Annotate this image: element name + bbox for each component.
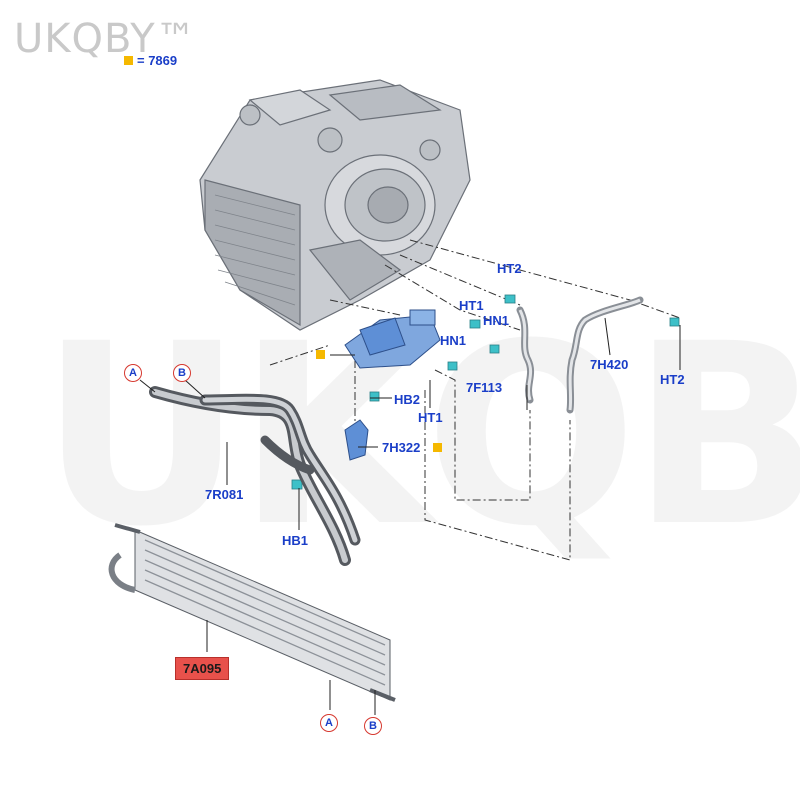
legend-text: = 7869	[137, 53, 178, 68]
label-hn1-mid: HN1	[440, 333, 467, 348]
label-7h420: 7H420	[590, 357, 629, 372]
label-7f113: 7F113	[466, 380, 503, 395]
callout-a-top: A	[124, 364, 142, 382]
label-hb1: HB1	[282, 533, 309, 548]
callout-a-bottom: A	[320, 714, 338, 732]
cooler-7a095	[108, 523, 396, 702]
fittings	[291, 294, 680, 490]
label-7a095: 7A095	[175, 657, 230, 680]
tube-7h420	[566, 296, 644, 414]
marker-housing	[316, 350, 325, 359]
callout-b-top: B	[173, 364, 191, 382]
bracket-7h322	[344, 419, 369, 461]
valve-housing	[344, 309, 441, 369]
label-ht1-top: HT1	[459, 298, 484, 313]
watermark-corner: UKQBY™	[14, 16, 197, 62]
callout-b-bottom: B	[364, 717, 382, 735]
transmission-assembly	[199, 79, 471, 331]
legend-marker	[124, 56, 133, 65]
label-leaders	[139, 317, 681, 715]
label-ht2-top: HT2	[497, 261, 522, 276]
hose-7r081	[149, 386, 361, 566]
legend: = 7869	[124, 53, 177, 68]
label-ht2-right: HT2	[660, 372, 685, 387]
label-7h322: 7H322	[382, 440, 421, 455]
label-hn1-top: HN1	[483, 313, 510, 328]
label-7r081: 7R081	[205, 487, 244, 502]
label-hb2: HB2	[394, 392, 421, 407]
leader-lines	[269, 239, 681, 561]
marker-7h322	[433, 443, 442, 452]
label-ht1-bottom: HT1	[418, 410, 443, 425]
